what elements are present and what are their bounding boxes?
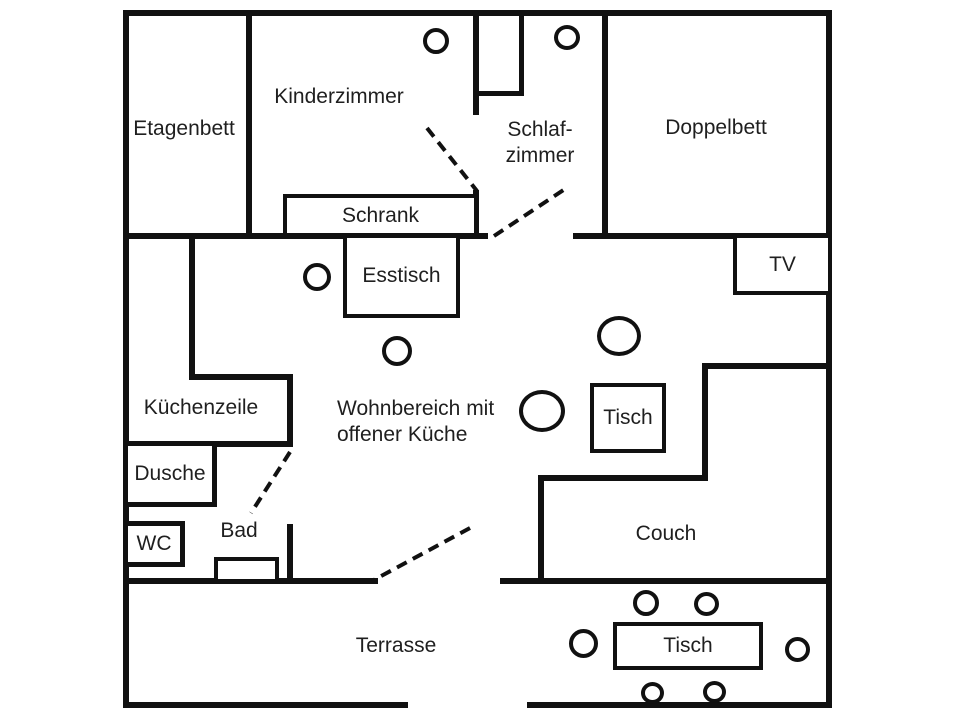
room-label-schlafzimmer-line2: zimmer	[505, 144, 575, 167]
schlafzimmer-niche-right-wall	[519, 10, 524, 96]
couch-top-wall	[702, 363, 832, 369]
divider-wall-right-segment	[573, 233, 832, 239]
tv-label: TV	[769, 252, 796, 276]
chair-circle-esstisch-left	[303, 263, 331, 291]
kitchen-wall-vertical-upper	[189, 234, 195, 379]
esstisch-label: Esstisch	[362, 264, 441, 287]
outer-wall-right	[826, 10, 832, 708]
chair-circle-terrasse-top-right	[694, 592, 719, 616]
tisch-terrasse-label: Tisch	[663, 634, 713, 657]
wc-label: WC	[136, 532, 172, 555]
tv-box: TV	[733, 234, 832, 295]
schrank-box: Schrank	[283, 194, 478, 237]
room-label-bad: Bad	[220, 519, 258, 542]
room-label-schlafzimmer: Schlaf- zimmer	[506, 117, 575, 169]
door-swing-line-schlafzimmer	[492, 185, 570, 238]
room-label-doppelbett: Doppelbett	[665, 116, 767, 139]
outer-wall-bottom-right-segment	[527, 702, 832, 708]
room-label-etagenbett: Etagenbett	[133, 117, 235, 140]
bad-wall-stub	[287, 524, 293, 584]
wc-box: WC	[123, 521, 185, 567]
room-label-schlafzimmer-line1: Schlaf-	[507, 118, 573, 141]
couch-left-lower-wall	[538, 475, 544, 584]
chair-circle-wohnbereich-upper	[597, 316, 641, 356]
door-swing-line-kinderzimmer	[425, 126, 479, 193]
tisch-wohnbereich-label: Tisch	[603, 406, 653, 429]
chair-circle-terrasse-left	[569, 629, 598, 658]
room-label-kinderzimmer: Kinderzimmer	[274, 85, 404, 108]
chair-circle-schlafzimmer	[554, 25, 580, 50]
chair-circle-terrasse-top-left	[633, 590, 659, 616]
schlafzimmer-niche-bottom-wall	[473, 91, 524, 96]
chair-circle-terrasse-right	[785, 637, 810, 662]
chair-circle-wohnbereich-left	[519, 390, 565, 432]
terrace-wall-right-segment	[500, 578, 832, 584]
door-swing-line-terrasse	[371, 526, 471, 583]
room-label-wohnbereich-line1: Wohnbereich mit	[337, 397, 495, 420]
room-label-couch: Couch	[635, 522, 697, 545]
outer-wall-bottom-left-segment	[123, 702, 408, 708]
chair-circle-terrasse-bottom-left	[641, 682, 664, 704]
dusche-label: Dusche	[134, 462, 206, 485]
chair-circle-esstisch-below	[382, 336, 412, 366]
couch-bottom-wall	[538, 475, 708, 481]
room-label-wohnbereich: Wohnbereich mit offener Küche	[337, 396, 494, 448]
kitchen-wall-jog-horizontal	[189, 374, 293, 380]
esstisch-box: Esstisch	[343, 234, 460, 318]
etagenbett-right-wall	[246, 10, 252, 239]
dusche-box: Dusche	[123, 441, 217, 507]
room-label-terrasse: Terrasse	[355, 634, 437, 657]
schrank-label: Schrank	[341, 203, 420, 227]
kinderzimmer-schlafzimmer-wall-upper	[473, 10, 479, 115]
couch-left-upper-wall	[702, 363, 708, 481]
room-label-kuechenzeile: Küchenzeile	[143, 396, 259, 419]
tisch-terrasse-box: Tisch	[613, 622, 763, 670]
kitchen-wall-jog-vertical	[287, 374, 293, 447]
outer-wall-left	[123, 10, 129, 708]
schlafzimmer-doppelbett-wall	[602, 10, 608, 239]
chair-circle-kinderzimmer	[423, 28, 449, 54]
room-label-wohnbereich-line2: offener Küche	[337, 423, 468, 446]
tisch-wohnbereich-box: Tisch	[590, 383, 666, 453]
chair-circle-terrasse-bottom-right	[703, 681, 726, 703]
door-swing-line-bad	[249, 450, 292, 515]
bathtub-box	[214, 557, 279, 583]
